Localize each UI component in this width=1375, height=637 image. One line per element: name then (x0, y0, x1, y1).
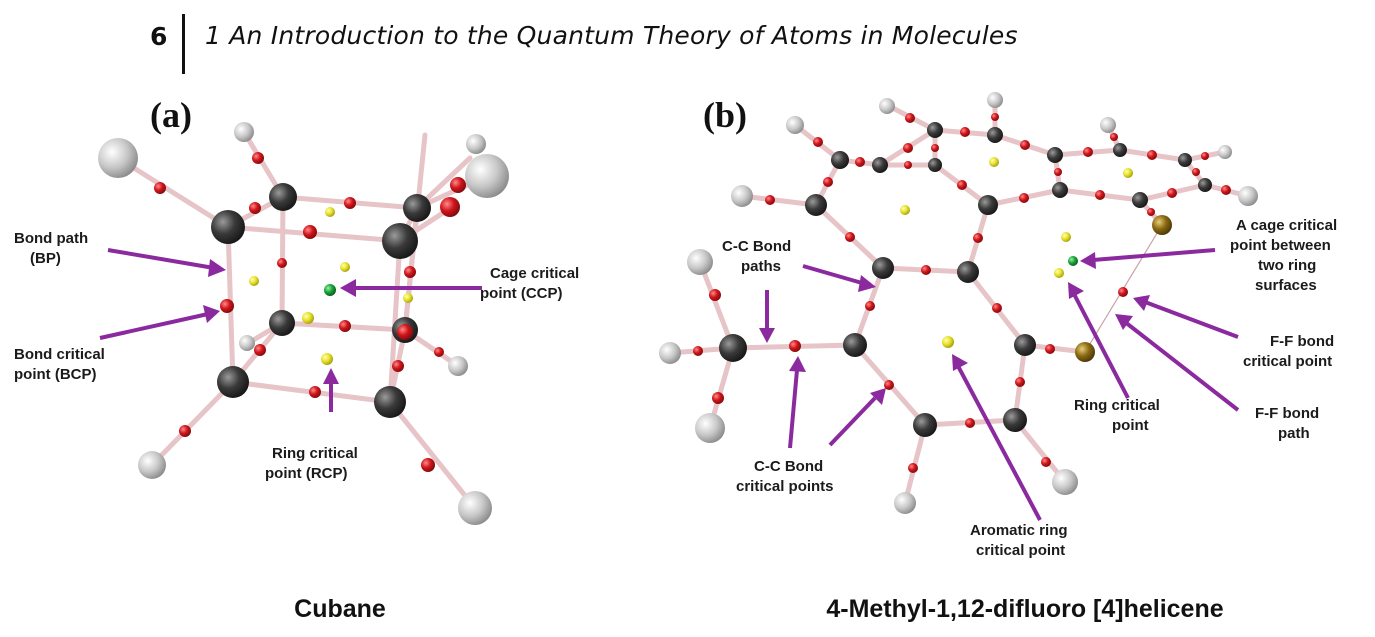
bond-critical-point-label: Bond critical point (BCP) (14, 346, 109, 383)
helicene-molecule (659, 92, 1258, 514)
helicene-bond-paths (667, 97, 1251, 506)
cubane-molecule (98, 122, 509, 525)
panel-a-caption: Cubane (294, 595, 386, 623)
helicene-cage-critical-point (1068, 256, 1078, 266)
helicene-bond-critical-points (693, 113, 1231, 473)
cubane-cage-critical-point (324, 284, 336, 296)
ff-bond-critical-point-label: F-F bond critical point (1243, 333, 1338, 370)
panel-b-arrows (759, 248, 1240, 521)
cc-bond-paths-label: C-C Bond paths (722, 238, 795, 275)
ring-critical-point-label-b: Ring critical point (1074, 397, 1164, 434)
page-header: 6 1 An Introduction to the Quantum Theor… (0, 0, 1375, 80)
running-title: 1 An Introduction to the Quantum Theory … (205, 21, 1018, 50)
helicene-fluorine-atoms (1075, 215, 1172, 362)
ring-critical-point-label: Ring critical point (RCP) (265, 445, 362, 482)
cubane-bond-critical-points (154, 152, 466, 472)
cubane-hydrogen-atoms (98, 122, 509, 525)
page-number: 6 (150, 22, 168, 51)
helicene-ring-critical-points (900, 157, 1133, 348)
panel-b-label: (b) (703, 95, 747, 135)
panel-b-caption: 4-Methyl-1,12-difluoro [4]helicene (826, 595, 1223, 623)
panel-a-arrows (99, 248, 482, 412)
aromatic-ring-critical-point-label: Aromatic ring critical point (970, 522, 1072, 559)
ff-bond-path-label: F-F bond path (1255, 405, 1323, 442)
panel-a-label: (a) (150, 95, 192, 135)
header-divider (182, 14, 185, 74)
cage-critical-point-label-b: A cage critical point between two ring s… (1230, 217, 1341, 294)
cubane-ring-critical-points (249, 207, 413, 365)
cubane-carbon-atoms (211, 183, 431, 418)
helicene-carbon-atoms (719, 122, 1212, 437)
cage-critical-point-label: Cage critical point (CCP) (480, 265, 583, 302)
cc-bond-critical-points-label: C-C Bond critical points (736, 458, 834, 495)
helicene-hydrogen-atoms (659, 92, 1258, 514)
bond-path-label: Bond path (BP) (14, 230, 92, 267)
